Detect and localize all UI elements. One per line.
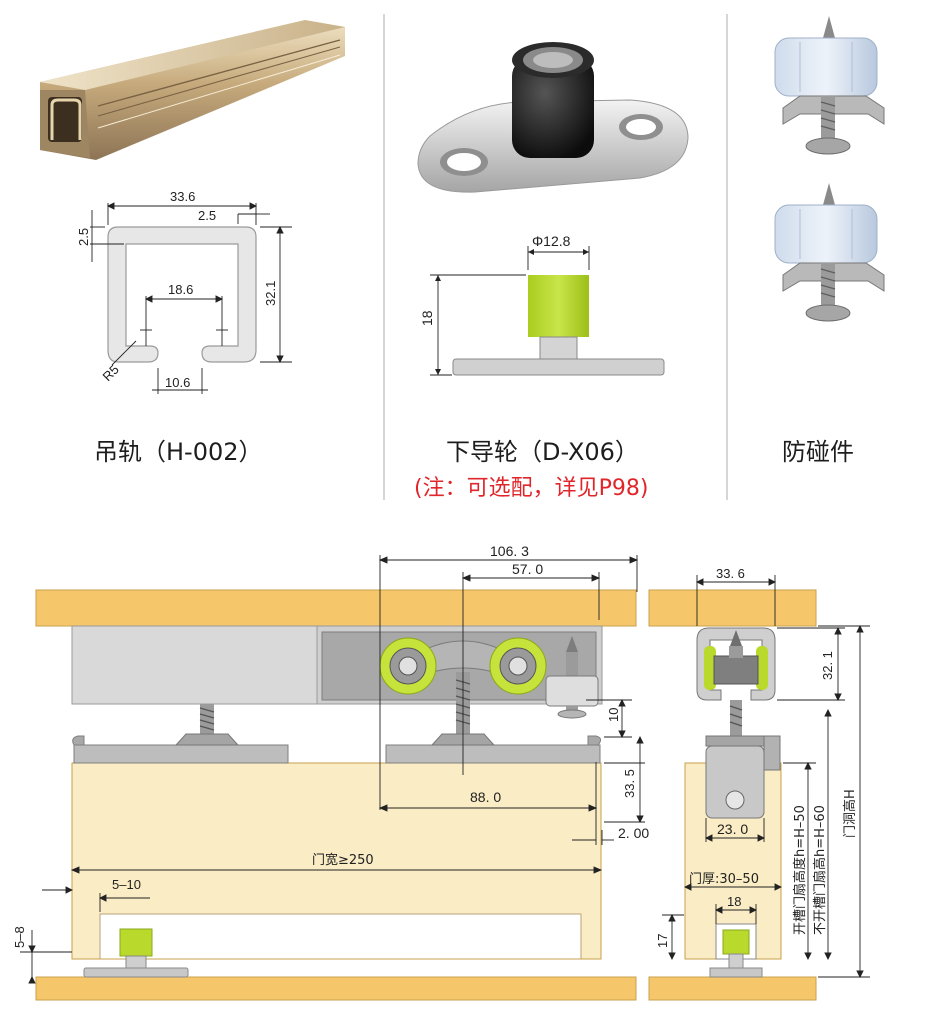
side-ceiling-beam	[648, 589, 817, 627]
dim-side-bracket: 23. 0	[717, 821, 748, 837]
caption-rail: 吊轨（H-002）	[94, 438, 263, 466]
label-unslotted-door-height: 不开槽门扇高h=H–60	[812, 805, 828, 935]
dim-side-guide-height: 17	[655, 934, 670, 948]
label-door-width: 门宽≥250	[312, 852, 374, 868]
dim-rail-inner: 18.6	[168, 282, 193, 297]
front-view: 106. 3 57. 0 10 33. 5 88. 0 2. 00 门宽≥250…	[12, 543, 649, 1001]
dim-front-bottom: 5–8	[12, 926, 27, 948]
dim-side-rail-height: 32. 1	[820, 651, 835, 680]
dim-rail-slot: 10.6	[165, 375, 190, 390]
dim-side-rail-width: 33. 6	[716, 566, 745, 581]
dim-rail-lip-right: 2.5	[198, 208, 216, 223]
front-bumper	[545, 636, 599, 719]
dim-front-offset: 88. 0	[470, 789, 501, 805]
bumper-photo-1	[774, 16, 885, 155]
dim-rail-height: 32.1	[263, 281, 278, 306]
front-wheels	[379, 637, 547, 695]
side-dimensions	[662, 575, 870, 979]
dim-front-axle: 57. 0	[512, 561, 543, 577]
dim-front-total: 106. 3	[490, 543, 529, 559]
door-groove	[99, 913, 582, 960]
guide-wheel-photo	[417, 42, 689, 193]
label-door-opening-height: 门洞高H	[842, 789, 858, 838]
rail-section-drawing	[90, 202, 292, 394]
dim-front-edge: 2. 00	[618, 825, 649, 841]
front-bottom-guide	[83, 928, 189, 978]
caption-guide-wheel: 下导轮（D-X06）	[446, 438, 639, 466]
bumper-photo-2	[774, 183, 885, 322]
dim-front-drop: 33. 5	[622, 769, 637, 798]
dim-rail-lip-left: 2.5	[76, 228, 91, 246]
label-slotted-door-height: 开槽门扇高度h=H–50	[792, 805, 808, 935]
dim-rail-radius: R5	[100, 362, 122, 384]
right-top-plate	[385, 744, 601, 764]
dim-front-margin: 5–10	[112, 877, 141, 892]
side-view: 33. 6 32. 1 23. 0 门厚:30–50 18 17 开槽门扇高度h…	[648, 566, 870, 1001]
dim-guide-height: 18	[419, 310, 435, 326]
side-floor-beam	[648, 976, 817, 1001]
rail-photo	[40, 20, 345, 160]
label-door-thickness: 门厚:30–50	[689, 872, 759, 887]
front-dimensions	[20, 555, 645, 984]
floor-beam	[35, 976, 637, 1001]
guide-wheel-drawing	[430, 246, 665, 376]
left-top-plate	[73, 744, 289, 764]
ceiling-beam	[35, 589, 637, 627]
caption-bumper: 防碰件	[782, 438, 854, 466]
assembly-drawing: 106. 3 57. 0 10 33. 5 88. 0 2. 00 门宽≥250…	[12, 543, 870, 1001]
dim-front-gap: 10	[606, 708, 621, 722]
caption-guide-note: (注：可选配，详见P98)	[414, 476, 649, 501]
dim-side-guide-width: 18	[727, 894, 741, 909]
dim-rail-width: 33.6	[170, 189, 195, 204]
top-drawings: 33.6 2.5 2.5 32.1 18.6 R5 10.6	[40, 14, 885, 500]
dim-guide-diameter: Φ12.8	[532, 233, 571, 249]
